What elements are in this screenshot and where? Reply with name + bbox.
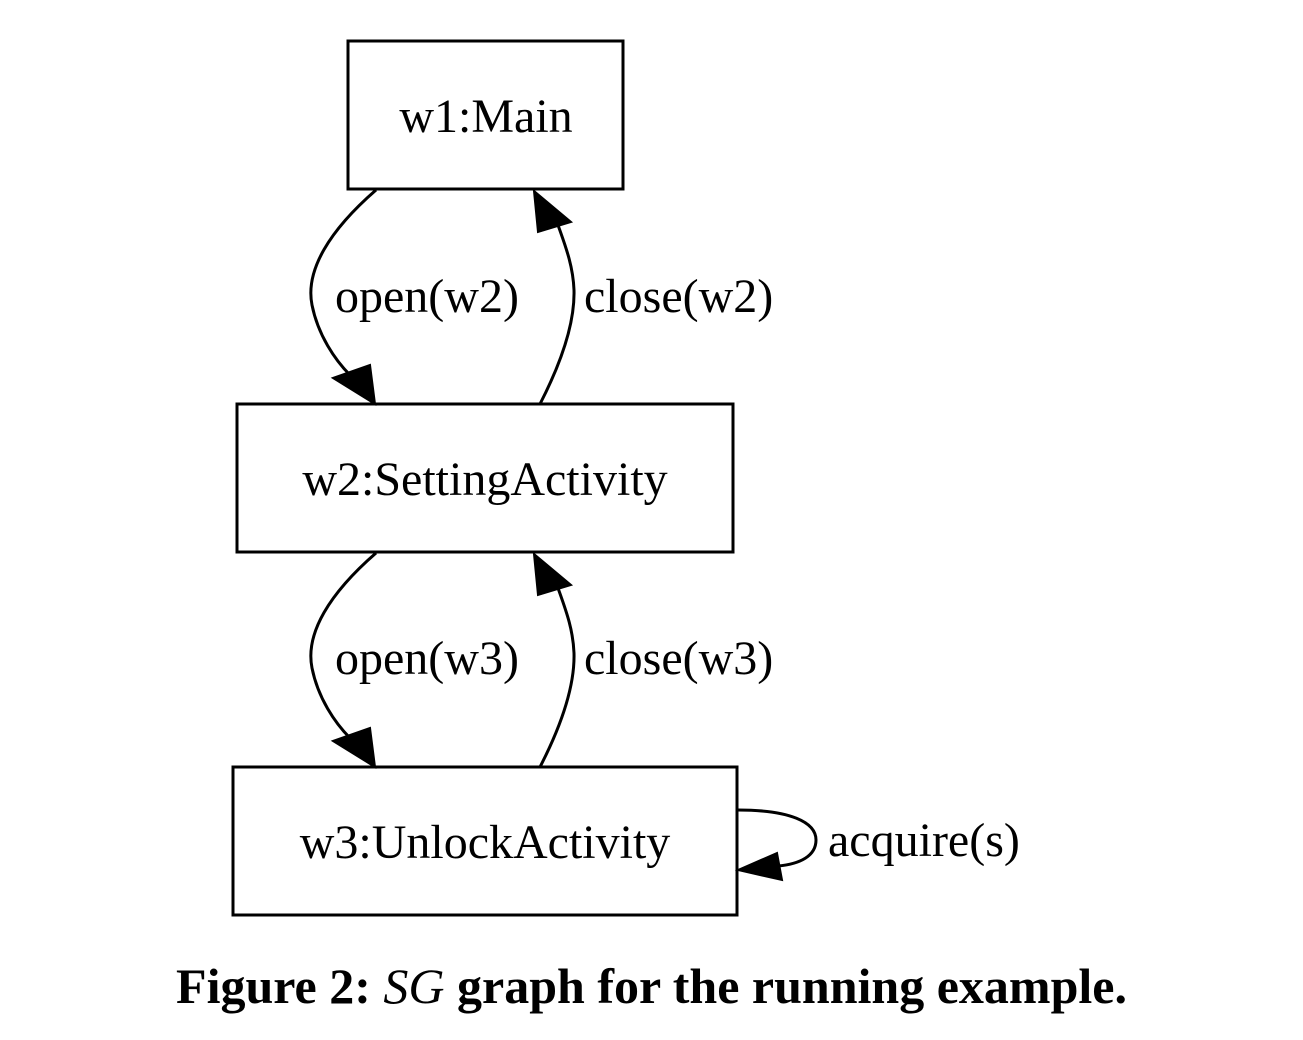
sg-graph-diagram: w1:Main w2:SettingActivity w3:UnlockActi…	[231, 39, 1020, 917]
edge-open-w2-line	[309, 188, 377, 377]
edge-acquire-s-line	[737, 808, 818, 868]
edge-acquire-s: acquire(s)	[734, 808, 1020, 882]
node-w2-setting-activity: w2:SettingActivity	[235, 402, 735, 554]
figure-caption-text: graph for the running example.	[457, 958, 1127, 1014]
figure-caption-prefix: Figure 2:	[176, 958, 371, 1014]
figure-caption-italic-term: SG	[383, 958, 445, 1014]
edge-close-w3-line	[538, 587, 576, 768]
edge-open-w3-arrowhead	[330, 726, 377, 769]
node-w3-unlock-activity: w3:UnlockActivity	[231, 765, 739, 917]
edge-open-w3: open(w3)	[309, 551, 519, 769]
node-w1-main: w1:Main	[346, 39, 625, 191]
edge-close-w3-label: close(w3)	[584, 632, 773, 685]
edge-close-w3-arrowhead	[532, 551, 574, 597]
node-w2-setting-activity-label: w2:SettingActivity	[302, 453, 667, 506]
node-w1-main-label: w1:Main	[399, 90, 572, 143]
edge-close-w2-line	[538, 224, 576, 405]
node-w2-setting-activity-box	[235, 402, 735, 554]
edge-acquire-s-label: acquire(s)	[828, 814, 1020, 867]
edge-open-w3-line	[309, 551, 377, 740]
edge-open-w2-arrowhead	[330, 363, 377, 406]
edge-close-w2-label: close(w2)	[584, 270, 773, 323]
node-w3-unlock-activity-label: w3:UnlockActivity	[300, 816, 671, 869]
edge-open-w3-label: open(w3)	[335, 632, 519, 685]
node-w3-unlock-activity-box	[231, 765, 739, 917]
edge-open-w2: open(w2)	[309, 188, 519, 406]
edge-close-w3: close(w3)	[532, 551, 773, 768]
edge-acquire-s-arrowhead	[734, 851, 784, 882]
figure-caption: Figure 2: SG graph for the running examp…	[0, 950, 1303, 1022]
edge-close-w2-arrowhead	[532, 188, 574, 234]
edge-close-w2: close(w2)	[532, 188, 773, 405]
edge-open-w2-label: open(w2)	[335, 270, 519, 323]
node-w1-main-box	[346, 39, 625, 191]
